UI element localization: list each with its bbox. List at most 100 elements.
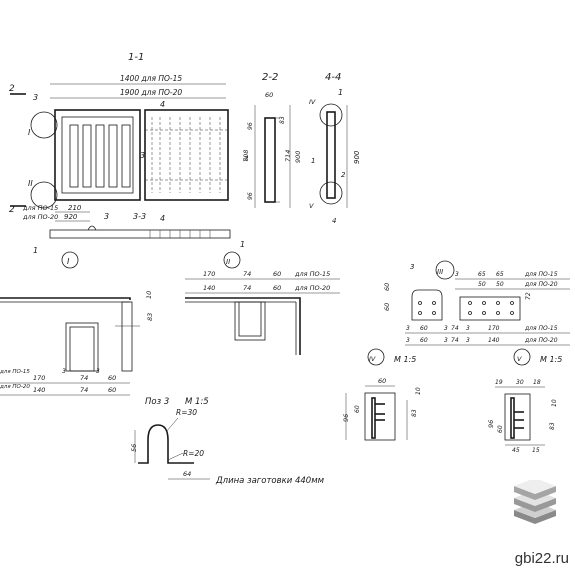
section-3-3: 3-3 3 4 1 1 [33, 212, 245, 255]
detail-III-label: III [437, 268, 443, 276]
dim-po15-III: для ПО-15 [524, 271, 558, 278]
mark-1-right: 1 [240, 240, 245, 249]
mark-1-44: 1 [338, 88, 343, 97]
detail-circle-I [30, 111, 58, 139]
dim-po15-bottom: для ПО-15 [22, 204, 58, 212]
dim-140-II: 140 [203, 284, 215, 292]
dim-900-22: 900 [294, 151, 302, 163]
watermark: gbi22.ru [514, 550, 569, 567]
dim-45-V: 45 [512, 447, 520, 454]
r30-label: R=30 [176, 408, 197, 417]
detail-IV-label: IV [369, 355, 376, 363]
dim-83-22: 83 [279, 116, 286, 124]
dim-72-III: 72 [525, 292, 532, 300]
mark-1-44-side: 1 [311, 157, 315, 165]
section-2-2-title: 2-2 [262, 72, 278, 83]
detail-II: II 170 140 74 74 60 60 для ПО-15 для ПО-… [185, 251, 340, 355]
section-1-1-title: 1-1 [128, 52, 144, 63]
mark-2-44: 2 [341, 171, 346, 179]
dim-50b-III: 50 [496, 281, 504, 288]
dim-3-III-top: 3 [455, 271, 459, 278]
dim-64: 64 [183, 470, 191, 478]
dim-96-V: 96 [487, 420, 495, 428]
dim-900-44: 900 [353, 150, 361, 164]
dim-po20-III: для ПО-20 [524, 281, 558, 288]
mark-IV-44: IV [309, 98, 316, 106]
dim-74b-II: 74 [243, 284, 251, 292]
dim-3-III-f: 3 [466, 337, 470, 344]
mark-1-left: 1 [33, 246, 38, 255]
section-1-1: 1-1 1400 для ПО-15 1900 для ПО-20 I II 2 [9, 52, 229, 222]
section-4-4: 4-4 1 IV V 1 2 900 4 [309, 72, 361, 225]
section-2-2: 2-2 60 96 708 714 900 83 96 3 [242, 72, 302, 208]
dim-56: 56 [130, 444, 138, 452]
dim-96-22: 96 [247, 122, 254, 130]
mark-2-top: 2 [9, 84, 15, 94]
dim-708: 708 [242, 150, 250, 162]
dim-po20-II: для ПО-20 [294, 284, 330, 292]
detail-III: III 3 3 65 50 65 50 для ПО-15 для ПО-20 … [383, 260, 570, 346]
dim-60-IV-v: 60 [354, 405, 361, 413]
dim-83-I: 83 [146, 313, 154, 321]
dim-60-III-a: 60 [420, 325, 428, 332]
detail-circle-V [319, 181, 343, 205]
dim-920: 920 [64, 213, 78, 221]
dim-140-I: 140 [33, 386, 45, 394]
dim-714: 714 [284, 150, 292, 162]
mark-4-bar: 4 [160, 214, 165, 223]
dim-170-II: 170 [203, 270, 215, 278]
dim-60-I: 60 [108, 374, 116, 382]
detail-V-label: V [517, 355, 522, 363]
detail-V: V М 1:5 19 30 18 10 96 60 83 45 15 [487, 348, 562, 454]
detail-circle-IV [319, 103, 343, 127]
dim-96b-22: 96 [247, 192, 254, 200]
mark-3-mid: 3 [140, 151, 145, 160]
dim-60-III-v: 60 [383, 283, 391, 291]
dim-3-III-c: 3 [466, 325, 470, 332]
dim-po15-II: для ПО-15 [294, 270, 330, 278]
detail-I: I 10 83 для ПО-15 для ПО-20 170 140 74 7… [0, 251, 154, 396]
dim-170-I: 170 [33, 374, 45, 382]
dim-18-V: 18 [533, 379, 541, 386]
r20-label: R=20 [183, 449, 204, 458]
dim-10-I: 10 [145, 291, 153, 299]
dim-83-V: 83 [549, 422, 556, 430]
mark-3-III: 3 [410, 263, 414, 271]
dim-60-V: 60 [497, 425, 504, 433]
mark-3-22: 3 [244, 155, 248, 163]
detail-I-label: I [67, 257, 70, 266]
section-3-3-title: 3-3 [133, 212, 146, 221]
dim-30-V: 30 [516, 379, 524, 386]
dim-15-V: 15 [532, 447, 540, 454]
dim-19-V: 19 [495, 379, 503, 386]
dim-60b-I: 60 [108, 386, 116, 394]
dim-po20-bottom: для ПО-20 [22, 213, 58, 221]
dim-length-po20: 1900 для ПО-20 [120, 88, 182, 97]
dim-3-III-b: 3 [444, 325, 448, 332]
dim-60-II: 60 [273, 270, 281, 278]
dim-length-po15: 1400 для ПО-15 [120, 74, 182, 83]
dim-po15-III-b: для ПО-15 [524, 325, 558, 332]
logo-icon [514, 480, 556, 524]
dim-74-I: 74 [80, 374, 88, 382]
dim-3-III-a: 3 [406, 325, 410, 332]
detail-II-label: II [226, 258, 230, 266]
dim-210: 210 [68, 204, 82, 212]
dim-44-III: 74 [451, 337, 459, 344]
dim-140-III: 140 [488, 337, 500, 344]
dim-170-III: 170 [488, 325, 500, 332]
dim-po20-III-b: для ПО-20 [524, 337, 558, 344]
dim-83-IV: 83 [411, 409, 418, 417]
pos3-scale: М 1:5 [185, 397, 209, 407]
position-3: Поз 3 М 1:5 R=30 R=20 56 64 Длина загото… [130, 397, 325, 486]
mark-V-44: V [309, 202, 314, 210]
blank-length-note: Длина заготовки 440мм [215, 476, 325, 486]
dim-3-III-e: 3 [444, 337, 448, 344]
mark-2-bottom: 2 [9, 205, 15, 215]
dim-65-III: 65 [478, 271, 486, 278]
scale-V: М 1:5 [540, 355, 562, 364]
dim-65b-III: 65 [496, 271, 504, 278]
dim-3-III-d: 3 [406, 337, 410, 344]
dim-60-22: 60 [265, 91, 273, 99]
